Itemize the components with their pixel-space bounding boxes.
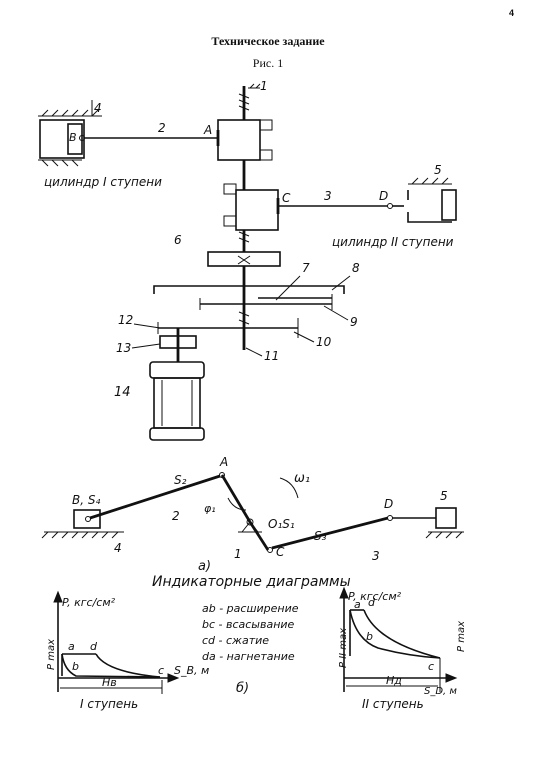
kin-label-1: 1 <box>234 547 242 561</box>
kin-label-d: D <box>384 497 393 511</box>
stage1-stroke: Hв <box>102 676 117 689</box>
label-d: D <box>379 189 388 203</box>
label-13: 13 <box>116 341 131 355</box>
kin-label-b-s4: B, S₄ <box>72 493 100 507</box>
kin-label-3: 3 <box>372 549 380 563</box>
stage2-p-max-left: P II max <box>338 628 349 668</box>
label-11: 11 <box>264 349 279 363</box>
stage2-a: a <box>354 598 361 611</box>
stage1-a: a <box>68 640 75 653</box>
label-10: 10 <box>316 335 332 349</box>
subfigure-a-label: a) <box>198 559 211 574</box>
label-12: 12 <box>118 313 133 327</box>
stage1-c: c <box>158 664 164 677</box>
legend-da: da - нагнетание <box>202 650 295 663</box>
cylinder-1-caption: цилиндр I ступени <box>44 175 162 189</box>
stage2-c: c <box>428 660 434 673</box>
kin-label-o1-s1: O₁S₁ <box>268 517 295 531</box>
compressor-scheme: 4 B 2 A цилиндр I ступени 1 C 3 D <box>38 80 457 441</box>
kin-label-a: A <box>219 455 228 469</box>
stage1-b: b <box>72 660 79 673</box>
stage2-b: b <box>366 630 373 643</box>
kin-label-s3: S₃ <box>314 529 327 543</box>
stage1-y-axis: P, кгс/см² <box>62 596 116 609</box>
figure: 4 B 2 A цилиндр I ступени 1 C 3 D <box>32 80 472 740</box>
label-9: 9 <box>350 315 358 329</box>
figure-caption: Рис. 1 <box>252 56 284 70</box>
stage2-stroke: Hд <box>386 674 402 687</box>
legend-cd: cd - сжатие <box>202 634 269 647</box>
kin-label-omega1: ω₁ <box>294 471 310 486</box>
label-3: 3 <box>324 189 332 203</box>
stage1-d: d <box>90 640 98 653</box>
diagrams-heading: Индикаторные диаграммы <box>152 574 351 590</box>
legend-bc: bc - всасывание <box>202 618 295 631</box>
kinematic-scheme: B, S₄ 4 S₂ 2 A φ₁ O₁S₁ ω₁ 1 C S₃ 3 D <box>41 455 464 590</box>
kin-label-s2: S₂ <box>174 473 187 487</box>
page-number: 4 <box>508 8 514 18</box>
legend-ab: ab - расширение <box>202 602 299 615</box>
kin-label-4: 4 <box>114 541 122 555</box>
label-6: 6 <box>174 233 182 247</box>
stage2-caption: II ступень <box>362 697 424 711</box>
label-1: 1 <box>260 80 268 93</box>
kin-label-phi1: φ₁ <box>204 502 216 515</box>
indicator-diagrams: P, кгс/см² P max a b c d S_B, м Hв I сту… <box>46 586 467 711</box>
stage1-p-max: P max <box>46 639 57 670</box>
label-c: C <box>282 191 291 205</box>
document-title: Техническое задание <box>211 34 325 48</box>
cylinder-2-caption: цилиндр II ступени <box>332 235 454 249</box>
kin-label-5: 5 <box>440 489 448 503</box>
stage1-caption: I ступень <box>80 697 138 711</box>
stage2-d: d <box>368 596 376 609</box>
label-2: 2 <box>158 121 166 135</box>
label-7: 7 <box>302 261 310 275</box>
stage2-y-axis: P, кгс/см² <box>348 590 402 603</box>
kin-label-2: 2 <box>172 509 180 523</box>
label-a: A <box>203 123 212 137</box>
kin-label-c: C <box>276 545 285 559</box>
label-4: 4 <box>94 101 102 115</box>
label-8: 8 <box>352 261 360 275</box>
label-5: 5 <box>434 163 442 177</box>
label-b: B <box>69 131 77 144</box>
stage2-p-max-right: P max <box>456 621 467 652</box>
stage2-x-axis: S_D, м <box>424 686 457 697</box>
label-14: 14 <box>114 385 131 400</box>
subfigure-b-label: б) <box>236 681 249 696</box>
stage1-x-axis: S_B, м <box>174 664 209 677</box>
